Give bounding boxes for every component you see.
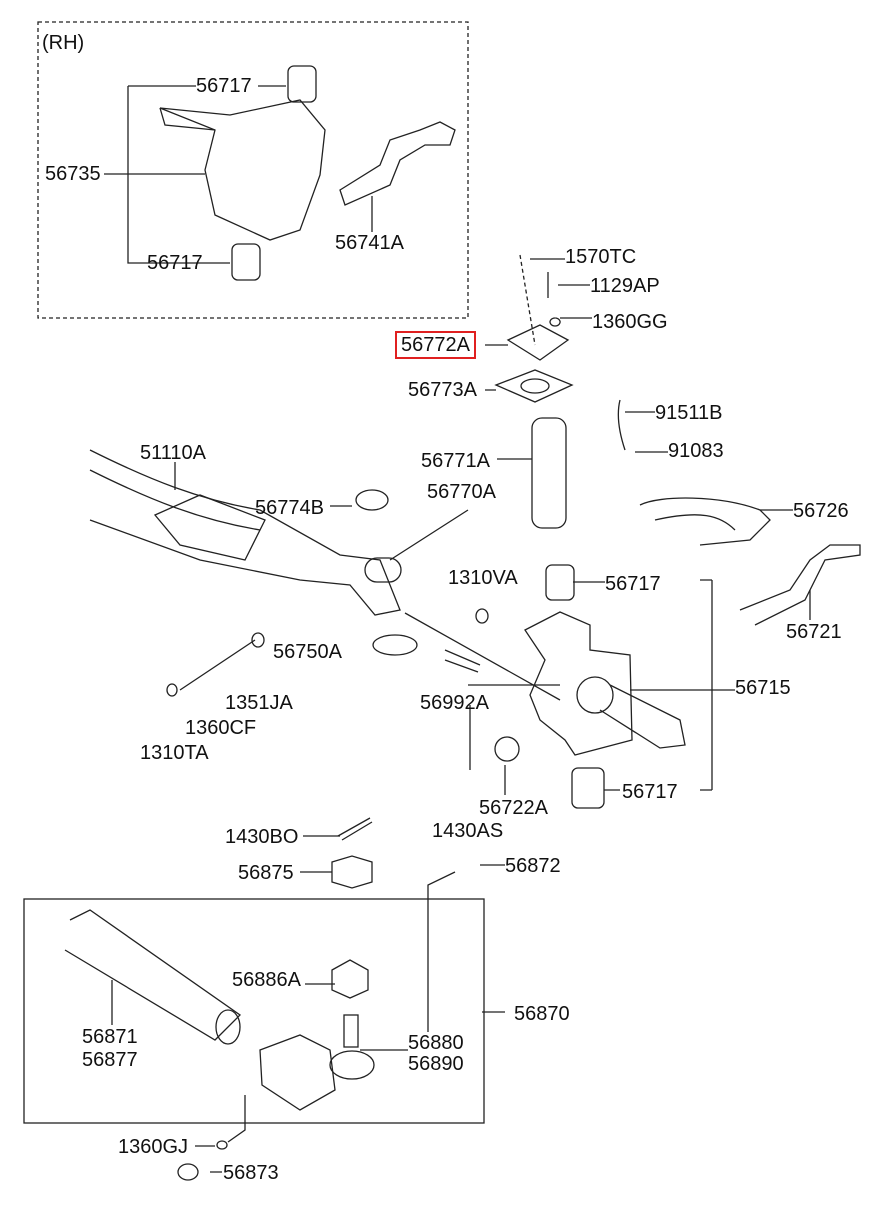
part-label[interactable]: 56735 [45, 163, 101, 185]
part-label[interactable]: 56717 [147, 252, 203, 274]
kingpin-cap-parts [494, 254, 574, 529]
part-label[interactable]: 56774B [255, 497, 324, 519]
arm-56726-part [639, 497, 771, 546]
castle-nut-part [331, 855, 373, 889]
part-label[interactable]: 56992A [420, 692, 489, 714]
part-label[interactable]: 56750A [273, 641, 342, 663]
arm-56721-part [739, 544, 861, 626]
thrust-bearing-part [372, 634, 418, 656]
leader-lines-beam [174, 462, 561, 701]
nut-56722A-part [494, 736, 520, 762]
rh-note: (RH) [42, 32, 85, 54]
part-label[interactable]: 1360GJ [118, 1136, 189, 1158]
nut-1310TA-part [166, 683, 178, 697]
part-label[interactable]: 56771A [421, 450, 490, 472]
part-label[interactable]: 56872 [505, 855, 561, 877]
part-label[interactable]: 56721 [786, 621, 842, 643]
part-label[interactable]: 56726 [793, 500, 849, 522]
part-label[interactable]: 56870 [514, 1003, 570, 1025]
part-label[interactable]: 56880 [408, 1032, 464, 1054]
rh-knuckle-part [159, 65, 456, 281]
leader-lines-rh [104, 85, 373, 264]
part-label[interactable]: 56871 [82, 1026, 138, 1048]
tie-rod-box [23, 898, 485, 1124]
part-label[interactable]: 51110A [140, 442, 206, 464]
leader-lines-cap [485, 258, 668, 460]
part-label[interactable]: 56873 [223, 1162, 279, 1184]
washer-56774B [355, 489, 389, 511]
highlighted-part-label[interactable]: 56772A [395, 331, 476, 359]
part-label[interactable]: 1430AS [432, 820, 504, 842]
part-label[interactable]: 56770A [427, 481, 496, 503]
part-label[interactable]: 56715 [735, 677, 791, 699]
part-label[interactable]: 56886A [232, 969, 301, 991]
part-label[interactable]: 1360GG [592, 311, 668, 333]
part-label[interactable]: 1310TA [140, 742, 209, 764]
tie-rod-part [64, 909, 375, 1111]
part-label[interactable]: 1430BO [225, 826, 299, 848]
part-label[interactable]: 56722A [479, 797, 548, 819]
nut-56873-part [177, 1163, 199, 1181]
leader-lines-knuckle [468, 579, 735, 795]
part-label[interactable]: 56741A [335, 232, 404, 254]
part-label[interactable]: 91083 [668, 440, 724, 462]
part-label[interactable]: 91511B [655, 402, 723, 424]
cotter-pin-part [337, 817, 373, 841]
part-label[interactable]: 56877 [82, 1049, 138, 1071]
part-label[interactable]: 56717 [196, 75, 252, 97]
leader-lines-bottom [111, 835, 505, 1173]
part-label[interactable]: 56717 [622, 781, 678, 803]
part-label[interactable]: 1310VA [448, 567, 518, 589]
part-label[interactable]: 56890 [408, 1053, 464, 1075]
part-label[interactable]: 1129AP [590, 275, 660, 297]
rh-inset-box [37, 21, 469, 319]
washer-1351JA-part [251, 632, 265, 648]
axle-beam-part [89, 449, 402, 616]
part-label[interactable]: 56875 [238, 862, 294, 884]
leader-lines-arms [760, 509, 811, 620]
knuckle-part [524, 564, 686, 809]
nut-1310VA-part [475, 608, 489, 624]
washer-1360GJ-part [216, 1140, 228, 1150]
part-label[interactable]: 1360CF [185, 717, 257, 739]
part-label[interactable]: 56773A [408, 379, 477, 401]
part-label[interactable]: 56717 [605, 573, 661, 595]
part-label[interactable]: 1570TC [565, 246, 637, 268]
part-label[interactable]: 1351JA [225, 692, 293, 714]
bolt-56992A-part [444, 649, 481, 673]
